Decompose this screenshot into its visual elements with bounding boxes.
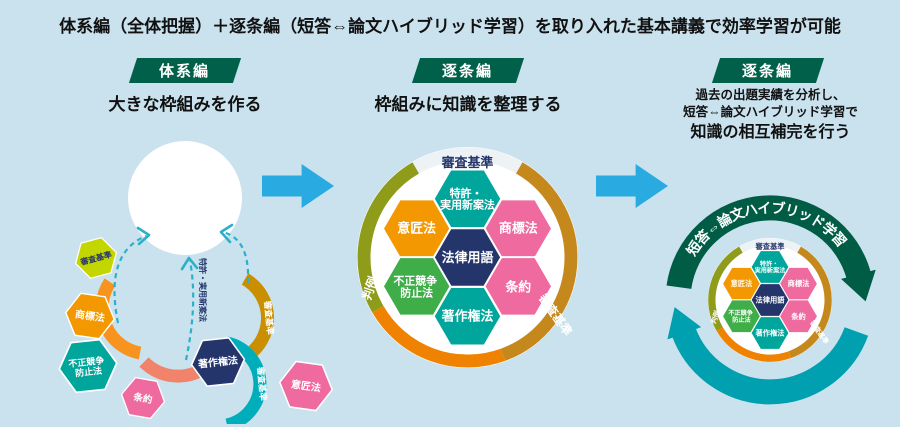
scatter-hex-copyright: 著作権法 bbox=[188, 335, 248, 389]
swoosh-standards-bottom-label: 審査基準 bbox=[255, 365, 268, 401]
swoosh-gold bbox=[241, 273, 274, 363]
subtitle-hybrid-line3: 知識の相互補完を行う bbox=[690, 123, 851, 141]
hex-unfair-label: 不正競争 防止法 bbox=[68, 354, 109, 379]
badge-taikei-label: 体系編 bbox=[159, 63, 211, 80]
scatter-hex-trademark: 商標法 bbox=[62, 290, 118, 342]
knowledge-wheel-small bbox=[708, 238, 832, 362]
hybrid-cycle-graphic: 短答⇔論文ハイブリッド学習 bbox=[666, 195, 876, 405]
swoosh-standards-right-label: 審査基準 bbox=[262, 299, 275, 335]
framework-circle bbox=[128, 141, 242, 255]
scatter-hex-exam-standards: 審査基準 bbox=[70, 234, 122, 282]
subtitle-hybrid-line2: 短答⇔論文ハイブリッド学習で bbox=[683, 104, 858, 119]
framework-graphic: 判例 審査基準 審査基準 審査基準 商標法 特許・実用新案法 不正競争 防止法 bbox=[55, 141, 337, 424]
hex-treaty-label: 条約 bbox=[132, 391, 154, 406]
page-title: 体系編（全体把握）＋逐条編（短答⇔論文ハイブリッド学習）を取り入れた基本講義で効… bbox=[59, 17, 841, 36]
patent-vertical-label: 特許・実用新案法 bbox=[198, 258, 208, 322]
knowledge-wheel-large bbox=[357, 147, 578, 368]
badge-chikujo-1: 逐条編 bbox=[411, 58, 525, 83]
scatter-hex-design: 意匠法 bbox=[275, 358, 337, 414]
subtitle-framework: 大きな枠組みを作る bbox=[108, 95, 262, 114]
organized-wheel-graphic bbox=[350, 140, 585, 375]
dashed-arrowhead-icon bbox=[136, 226, 151, 246]
dashed-arrow bbox=[113, 234, 147, 324]
cycle-arc-teal bbox=[667, 307, 869, 405]
dashed-arrowhead-icon bbox=[219, 223, 234, 244]
dashed-arrow bbox=[184, 260, 195, 361]
badge-chikujo-2: 逐条編 bbox=[711, 58, 825, 83]
scatter-hex-unfair: 不正競争 防止法 bbox=[55, 337, 121, 395]
dashed-arrowhead-icon bbox=[180, 256, 199, 271]
cycle-arc-green bbox=[666, 195, 876, 302]
hex-trademark-label: 商標法 bbox=[74, 307, 106, 324]
dashed-arrow bbox=[221, 230, 250, 284]
scatter-hex-treaty: 条約 bbox=[117, 375, 169, 421]
badge-chikujo-2-label: 逐条編 bbox=[742, 63, 794, 80]
subtitle-hybrid: 過去の出題実績を分析し、 短答⇔論文ハイブリッド学習で 知識の相互補完を行う bbox=[648, 87, 893, 143]
badge-taikei: 体系編 bbox=[128, 58, 242, 83]
subtitle-organize: 枠組みに知識を整理する bbox=[374, 95, 562, 114]
subtitle-hybrid-line1: 過去の出題実績を分析し、 bbox=[695, 88, 846, 102]
badge-chikujo-1-label: 逐条編 bbox=[442, 63, 494, 80]
swoosh-teal bbox=[225, 336, 267, 424]
hex-copyright-label: 著作権法 bbox=[196, 353, 238, 370]
swoosh-group bbox=[95, 273, 274, 424]
dashed-arrows bbox=[113, 223, 250, 361]
hex-design-label: 意匠法 bbox=[290, 377, 322, 394]
